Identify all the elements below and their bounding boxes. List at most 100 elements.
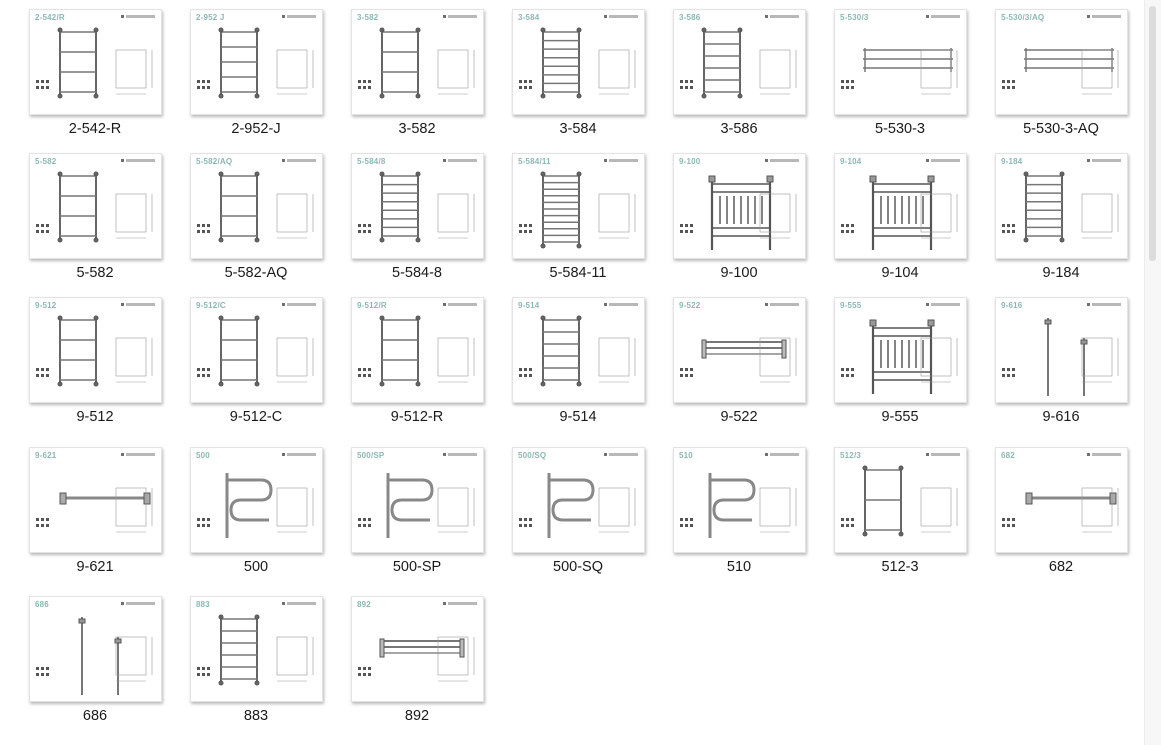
file-thumbnail-item[interactable]: 2-542/R 2-542-R <box>10 4 170 149</box>
file-name-label: 9-522 <box>720 409 758 425</box>
scrollbar-thumb[interactable] <box>1149 6 1156 261</box>
thumbnail-preview[interactable]: 5-530/3/AQ <box>995 9 1128 115</box>
file-thumbnail-item[interactable]: 5-582 5-582 <box>10 148 170 293</box>
file-name-label: 9-514 <box>559 409 597 425</box>
thumbnail-preview[interactable]: 510 <box>673 447 806 553</box>
product-drawing <box>358 315 475 387</box>
thumbnail-preview[interactable]: 5-582 <box>29 153 162 259</box>
thumbnail-preview[interactable]: 5-582/AQ <box>190 153 323 259</box>
product-drawing <box>841 465 958 537</box>
file-thumbnail-item[interactable]: 500/SP 500-SP <box>332 442 492 587</box>
thumbnail-preview[interactable]: 2-952 J <box>190 9 323 115</box>
thumbnail-preview[interactable]: 500/SP <box>351 447 484 553</box>
thumbnail-preview[interactable]: 9-512 <box>29 297 162 403</box>
product-code: 500 <box>196 451 210 460</box>
product-code: 5-584/11 <box>518 157 551 166</box>
spec-header <box>765 303 799 306</box>
spec-header <box>926 15 960 18</box>
product-code: 500/SQ <box>518 451 547 460</box>
file-thumbnail-item[interactable]: 3-584 3-584 <box>493 4 653 149</box>
product-code: 9-621 <box>35 451 57 460</box>
file-thumbnail-item[interactable]: 5-582/AQ 5-582-AQ <box>171 148 331 293</box>
thumbnail-preview[interactable]: 5-584/8 <box>351 153 484 259</box>
product-drawing <box>1002 48 1119 95</box>
thumbnail-preview[interactable]: 9-514 <box>512 297 645 403</box>
thumbnail-preview[interactable]: 3-586 <box>673 9 806 115</box>
product-code: 9-100 <box>679 157 701 166</box>
thumbnail-preview[interactable]: 2-542/R <box>29 9 162 115</box>
file-name-label: 510 <box>726 559 752 575</box>
product-drawing <box>519 473 636 538</box>
product-drawing <box>1002 318 1119 396</box>
thumbnail-preview[interactable]: 682 <box>995 447 1128 553</box>
product-code: 9-512/R <box>357 301 387 310</box>
thumbnail-preview[interactable]: 883 <box>190 596 323 702</box>
spec-header <box>1087 159 1121 162</box>
thumbnail-preview[interactable]: 5-530/3 <box>834 9 967 115</box>
thumbnail-preview[interactable]: 9-184 <box>995 153 1128 259</box>
thumbnail-preview[interactable]: 3-582 <box>351 9 484 115</box>
product-drawing <box>358 171 475 243</box>
file-name-label: 500-SP <box>392 559 442 575</box>
product-drawing <box>358 27 475 99</box>
thumbnail-preview[interactable]: 9-512/C <box>190 297 323 403</box>
file-name-label: 686 <box>82 708 108 724</box>
file-thumbnail-item[interactable]: 9-522 9-522 <box>654 292 814 437</box>
file-name-label: 5-582-AQ <box>224 265 288 281</box>
thumbnail-preview[interactable]: 9-512/R <box>351 297 484 403</box>
file-thumbnail-item[interactable]: 9-514 9-514 <box>493 292 653 437</box>
thumbnail-preview[interactable]: 9-555 <box>834 297 967 403</box>
thumbnail-preview[interactable]: 5-584/11 <box>512 153 645 259</box>
thumbnail-preview[interactable]: 9-104 <box>834 153 967 259</box>
spec-header <box>926 453 960 456</box>
spec-header <box>443 453 477 456</box>
thumbnail-preview[interactable]: 9-621 <box>29 447 162 553</box>
file-name-label: 9-621 <box>76 559 114 575</box>
file-name-label: 2-542-R <box>68 121 122 137</box>
vertical-scrollbar[interactable] <box>1144 0 1161 745</box>
file-name-label: 3-584 <box>559 121 597 137</box>
file-name-label: 5-582 <box>76 265 114 281</box>
file-thumbnail-item[interactable]: 9-621 9-621 <box>10 442 170 587</box>
file-thumbnail-item[interactable]: 510 510 <box>654 442 814 587</box>
spec-header <box>121 602 155 605</box>
spec-header <box>443 303 477 306</box>
thumbnail-preview[interactable]: 9-616 <box>995 297 1128 403</box>
product-drawing <box>841 48 958 95</box>
thumbnail-preview[interactable]: 892 <box>351 596 484 702</box>
spec-header <box>604 303 638 306</box>
thumbnail-preview[interactable]: 9-100 <box>673 153 806 259</box>
thumbnail-preview[interactable]: 500 <box>190 447 323 553</box>
thumbnail-preview[interactable]: 3-584 <box>512 9 645 115</box>
thumbnail-preview[interactable]: 512/3 <box>834 447 967 553</box>
thumbnail-preview[interactable]: 686 <box>29 596 162 702</box>
thumbnail-preview[interactable]: 500/SQ <box>512 447 645 553</box>
product-code: 682 <box>1001 451 1015 460</box>
product-code: 510 <box>679 451 693 460</box>
spec-header <box>1087 303 1121 306</box>
thumbnail-preview[interactable]: 9-522 <box>673 297 806 403</box>
product-code: 9-522 <box>679 301 701 310</box>
